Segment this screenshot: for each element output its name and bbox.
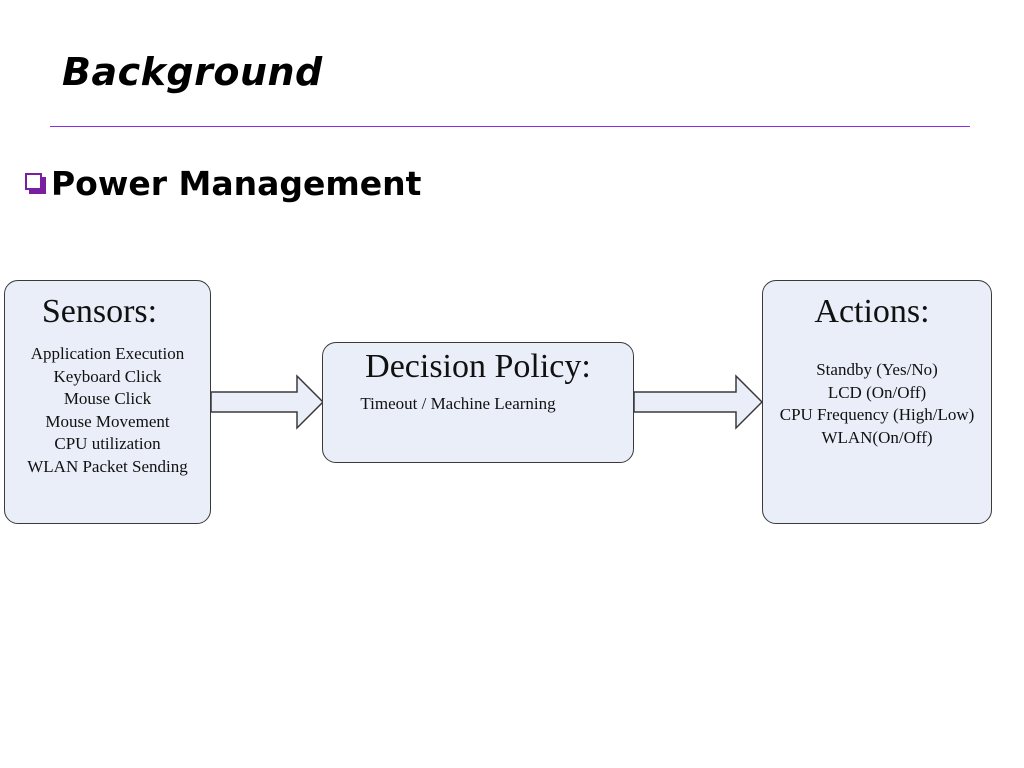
decision-policy-subtitle: Timeout / Machine Learning [360,394,556,413]
title-divider [50,126,970,127]
actions-title: Actions: [814,293,930,330]
actions-box: Actions: Standby (Yes/No) LCD (On/Off) C… [762,280,992,524]
slide-title: Background [62,50,323,94]
decision-policy-box: Decision Policy: Timeout / Machine Learn… [322,342,634,463]
bullet-item: Power Management [25,164,421,203]
power-management-diagram: Sensors: Application Execution Keyboard … [0,270,1024,540]
sensors-list: Application Execution Keyboard Click Mou… [5,343,210,478]
sensor-item: Mouse Click [63,389,152,408]
sensor-item: Mouse Movement [45,411,170,431]
action-item: LCD (On/Off) [827,382,927,402]
action-item: CPU Frequency (High/Low) [779,405,975,424]
bullet-text: Power Management [51,164,422,203]
actions-list: Standby (Yes/No) LCD (On/Off) CPU Freque… [763,359,991,449]
arrow-right-icon [211,374,325,430]
checkbox-bullet-icon [25,172,47,195]
sensor-item: CPU utilization [54,434,161,453]
action-item: WLAN(On/Off) [821,427,933,447]
sensor-item: Keyboard Click [53,366,162,386]
decision-policy-title: Decision Policy: [365,348,591,385]
sensors-box: Sensors: Application Execution Keyboard … [4,280,211,524]
sensor-item: Application Execution [30,344,185,363]
sensor-item: WLAN Packet Sending [27,456,188,476]
sensors-title: Sensors: [41,293,158,330]
action-item: Standby (Yes/No) [816,360,938,379]
arrow-right-icon [634,374,764,430]
